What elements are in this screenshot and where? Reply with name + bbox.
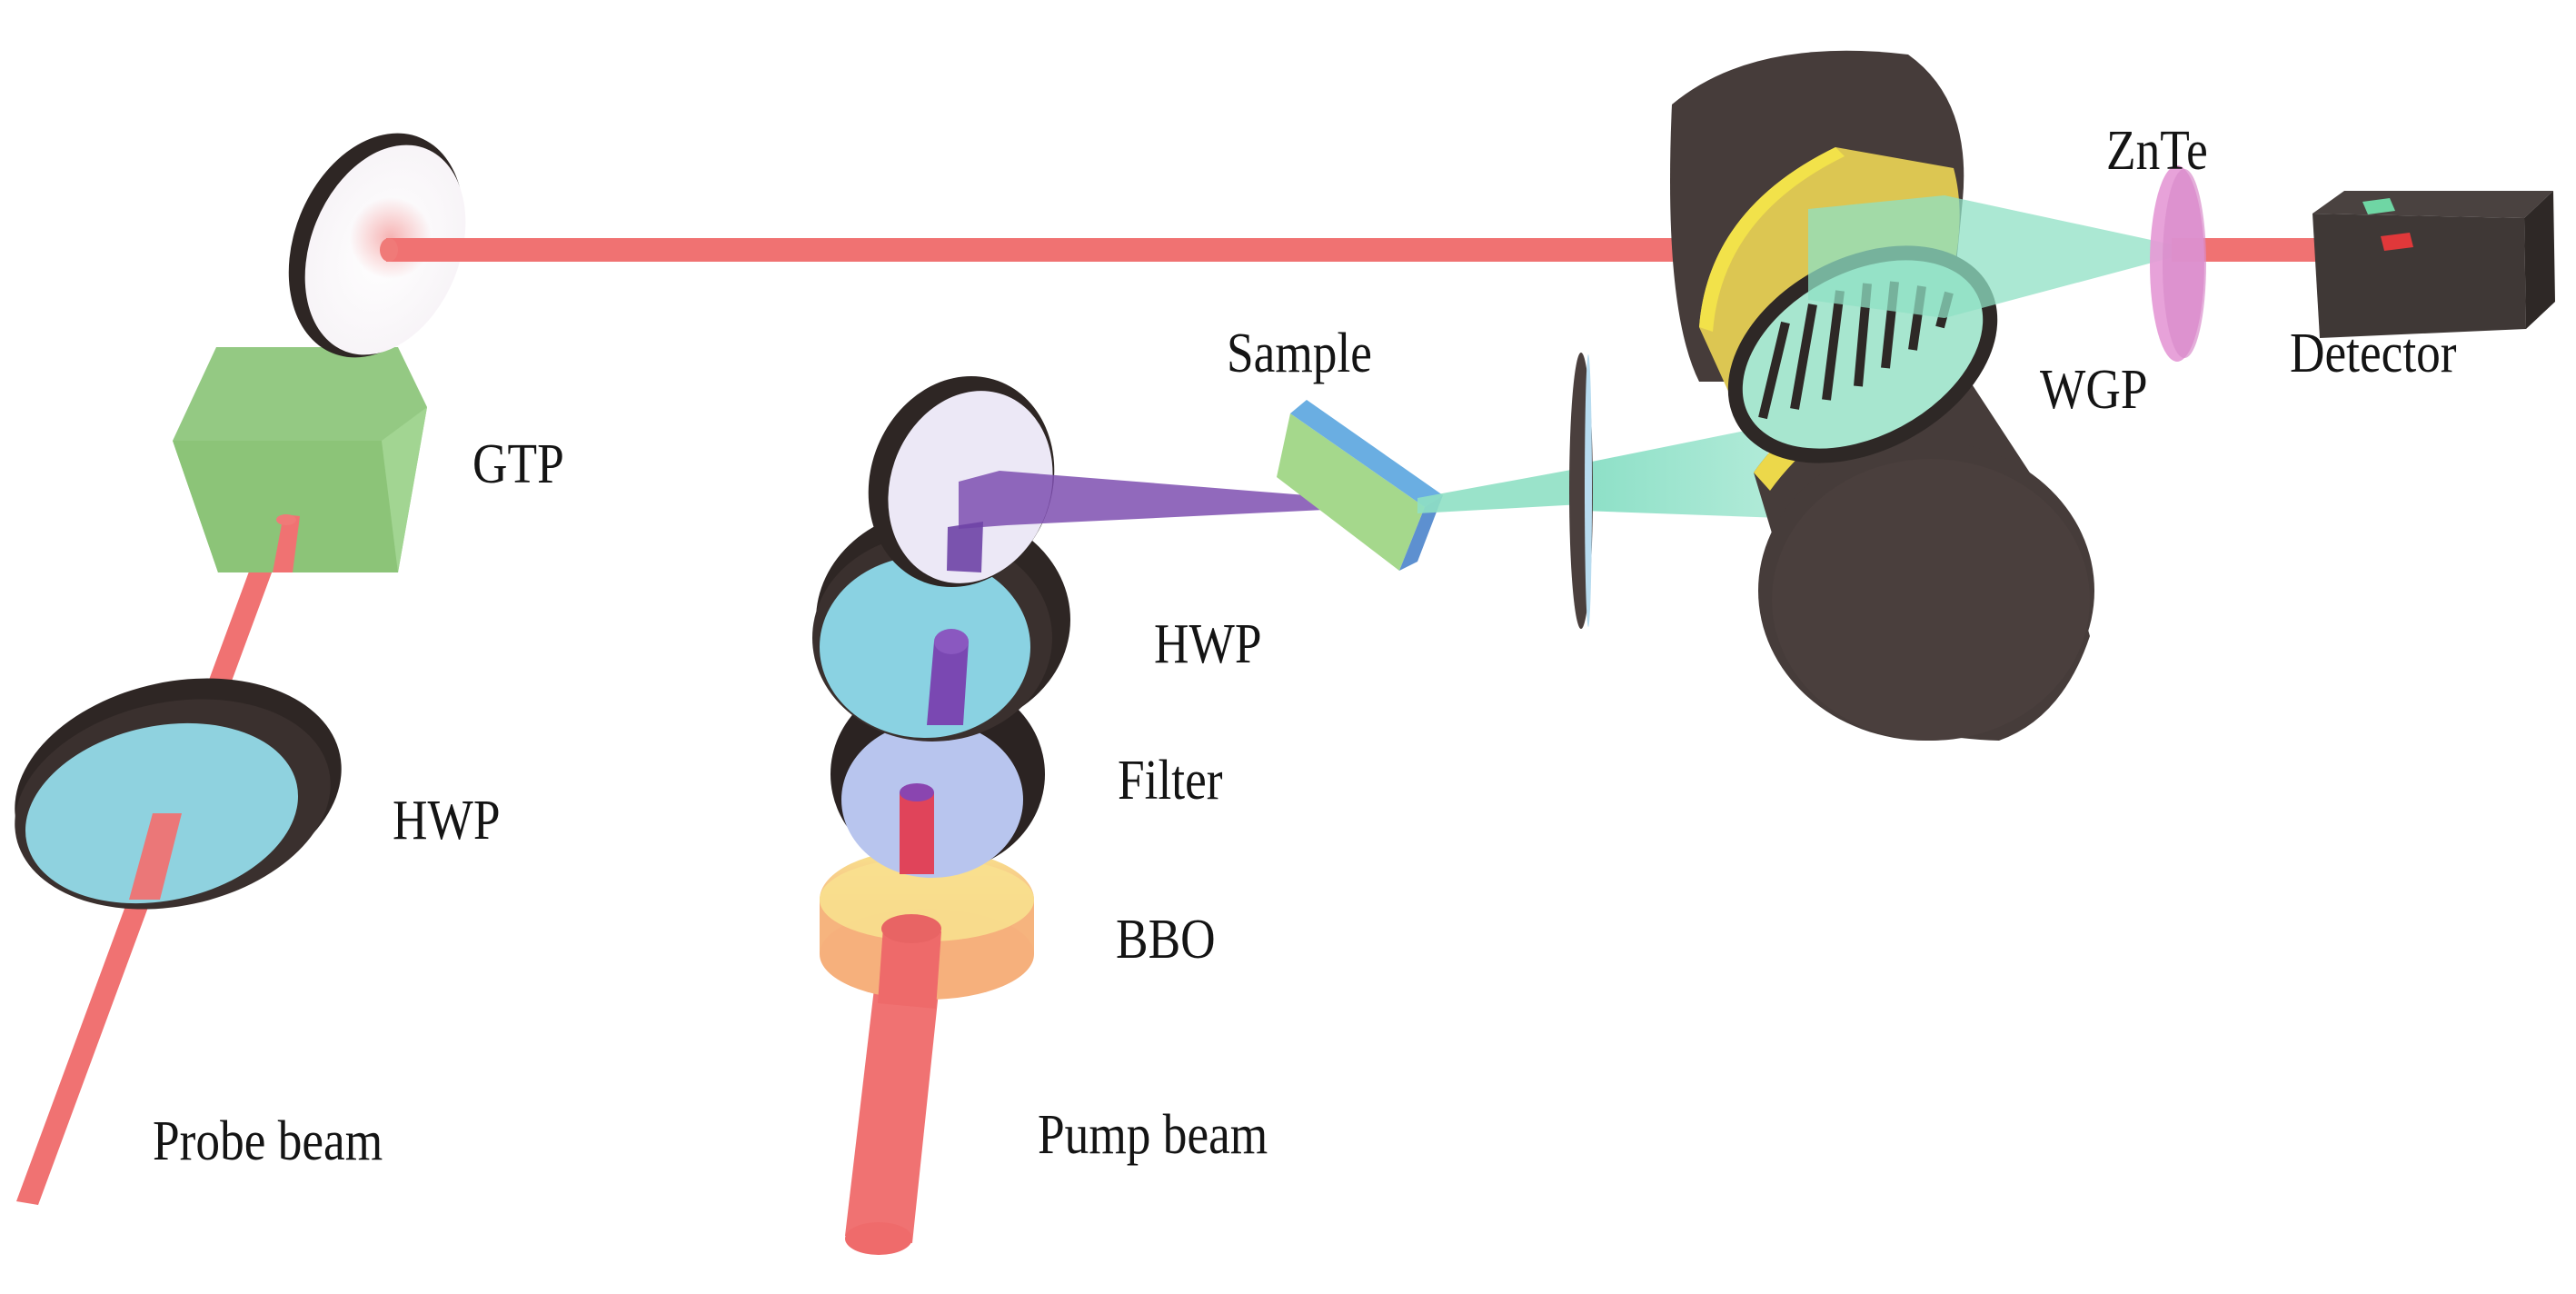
label-bbo: BBO	[1116, 909, 1216, 970]
label-filter: Filter	[1118, 750, 1223, 811]
label-wgp: WGP	[2040, 359, 2148, 421]
probe-hwp-icon	[15, 678, 342, 910]
bbo-icon	[820, 849, 1034, 1009]
sample-icon	[1277, 400, 1443, 571]
label-pump-beam: Pump beam	[1038, 1104, 1268, 1166]
label-sample: Sample	[1227, 323, 1372, 384]
label-pump-hwp: HWP	[1154, 613, 1262, 675]
label-gtp: GTP	[472, 433, 564, 495]
detector-icon	[2312, 191, 2555, 338]
label-probe-hwp: HWP	[393, 790, 501, 851]
detector-indicator-red	[2381, 233, 2413, 251]
thz-focus-beam	[1808, 195, 2176, 318]
gtp-icon	[173, 234, 427, 572]
label-znte: ZnTe	[2106, 120, 2208, 182]
label-probe-beam: Probe beam	[153, 1110, 383, 1172]
pump-beam-blue	[947, 471, 1343, 572]
detector-indicator-green	[2362, 198, 2395, 214]
label-detector: Detector	[2290, 323, 2457, 384]
iris-icon	[1569, 353, 1593, 629]
thz-beam	[1417, 427, 1781, 518]
probe-beam-horizontal	[380, 238, 1695, 262]
znte-icon	[2150, 165, 2206, 362]
pump-hwp-icon	[812, 509, 1070, 742]
